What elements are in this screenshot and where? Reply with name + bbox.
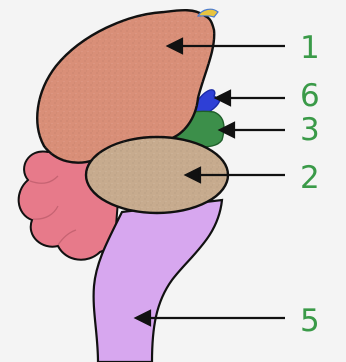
label-2: 2: [300, 160, 320, 196]
label-1: 1: [300, 30, 320, 66]
label-5: 5: [300, 303, 320, 339]
label-3: 3: [300, 112, 320, 148]
label-6: 6: [300, 78, 320, 114]
